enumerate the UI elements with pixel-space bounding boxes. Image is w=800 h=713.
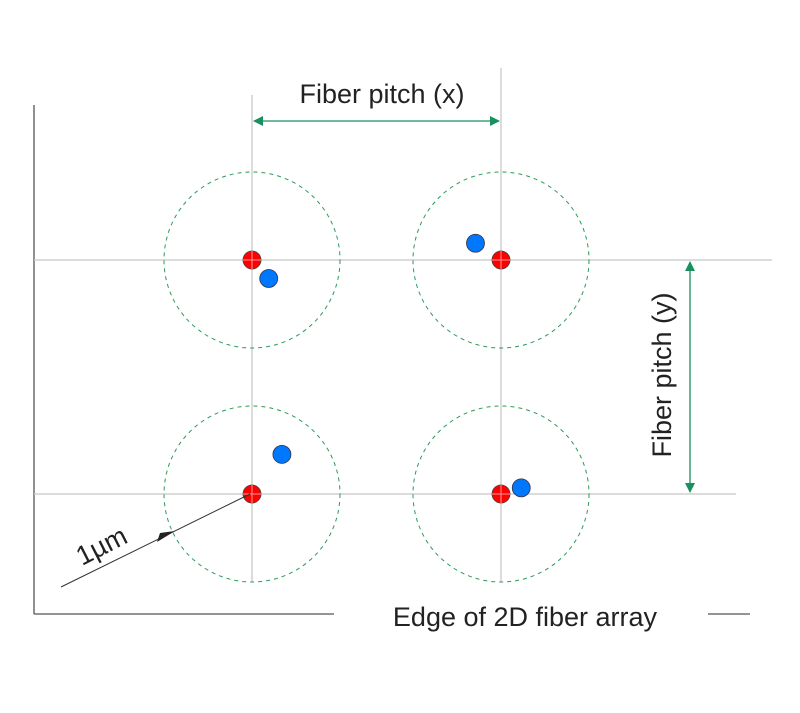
measured-core-top-right	[466, 233, 485, 253]
radius-arrow	[60, 493, 251, 588]
radius-label: 1µm	[71, 521, 132, 572]
edge-label: Edge of 2D fiber array	[393, 602, 658, 632]
tolerance-circle-top-left	[163, 171, 341, 349]
tolerance-circle-bottom-left	[163, 405, 341, 583]
pitch-y-label: Fiber pitch (y)	[647, 292, 677, 457]
tolerance-circle-bottom-right	[412, 405, 590, 583]
fibers-group	[163, 171, 590, 583]
measured-core-bottom-left	[272, 444, 292, 464]
radius-arrowhead	[157, 531, 175, 542]
measured-core-bottom-right	[511, 478, 531, 498]
measured-core-top-left	[259, 269, 279, 288]
pitch-x-label: Fiber pitch (x)	[299, 79, 464, 109]
tolerance-circle-top-right	[412, 171, 590, 349]
